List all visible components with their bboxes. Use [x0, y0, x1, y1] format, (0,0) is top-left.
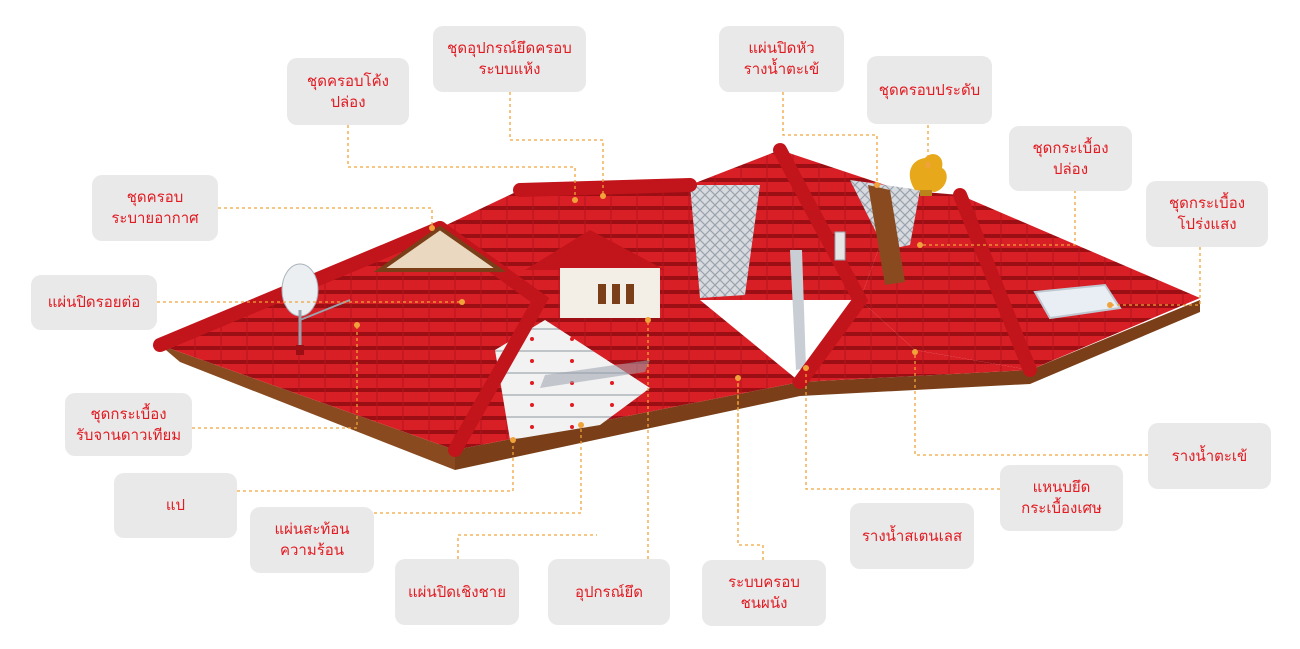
leader-dots: [354, 162, 1113, 443]
callout-line: รางน้ำสเตนเลส: [861, 526, 963, 545]
skylight-panel: [1033, 283, 1122, 320]
leader-lines: [157, 92, 1201, 560]
callout-eave-closure-sheet: แผ่นปิดเชิงชาย: [395, 559, 519, 625]
callout-cut-tile-clip: แหนบยึด กระเบื้องเศษ: [1000, 465, 1123, 531]
callout-curved-ridge-cap-set: ชุดครอบโค้ง ปล่อง: [287, 58, 409, 125]
dormer-roof: [525, 230, 665, 270]
dormer-vent: [598, 284, 606, 304]
callout-line: ความร้อน: [279, 541, 345, 559]
callout-line: โปร่งแสง: [1177, 215, 1237, 233]
callout-line: แผ่นปิดรอยต่อ: [47, 293, 141, 311]
callout-chimney-tile-set: ชุดกระเบื้อง ปล่อง: [1009, 126, 1132, 191]
ridge-lines-main: [513, 178, 697, 197]
callout-decorative-ridge-set: ชุดครอบประดับ: [867, 56, 992, 124]
callout-line: ชนผนัง: [740, 594, 788, 612]
callout-stainless-gutter: รางน้ำสเตนเลส: [850, 503, 974, 569]
callout-reflective-insulation: แผ่นสะท้อน ความร้อน: [250, 507, 374, 573]
callout-line: ชุดกระเบื้อง: [1032, 138, 1109, 157]
dormer-vent: [626, 284, 634, 304]
callout-ventilation-ridge-set: ชุดครอบ ระบายอากาศ: [92, 175, 218, 241]
gable-vent: [373, 225, 507, 272]
callout-line: รางน้ำตะเข้: [1171, 446, 1248, 465]
callout-line: แผ่นปิดเชิงชาย: [408, 582, 506, 601]
callout-satellite-dish-tile-set: ชุดกระเบื้อง รับจานดาวเทียม: [65, 393, 192, 456]
roof-plane-left: [160, 228, 540, 450]
callout-line: ชุดครอบประดับ: [878, 80, 981, 99]
callout-line: แหนบยึด: [1032, 478, 1091, 496]
callout-gutter-end-cap: แผ่นปิดหัว รางน้ำตะเข้: [719, 26, 844, 92]
callout-line: รางน้ำตะเข้: [743, 60, 820, 78]
eave-fascia-front: [455, 300, 1200, 470]
callout-line: กระเบื้องเศษ: [1021, 499, 1102, 517]
callout-line: ชุดกระเบื้อง: [1168, 194, 1246, 212]
vent-pipe: [834, 231, 846, 261]
callout-line: รับจานดาวเทียม: [75, 425, 182, 444]
callout-batten: แป: [114, 473, 237, 538]
dormer-wall: [560, 268, 660, 318]
callout-line: ปล่อง: [330, 92, 366, 111]
stainless-gutter-strip: [790, 250, 806, 370]
callout-valley-gutter: รางน้ำตะเข้: [1148, 423, 1271, 489]
callout-line: แผ่นสะท้อน: [274, 520, 350, 538]
exposed-metal-frame: [690, 185, 760, 298]
callout-wall-abutment-ridge-system: ระบบครอบ ชนผนัง: [702, 560, 826, 626]
callout-skylight-tile-set: ชุดกระเบื้อง โปร่งแสง: [1146, 181, 1268, 247]
callout-joint-sealing-sheet: แผ่นปิดรอยต่อ: [31, 275, 157, 330]
ridge-lines-right: [773, 143, 869, 389]
callout-line: ระบบครอบ: [728, 573, 800, 591]
callout-line: ระบายอากาศ: [111, 209, 199, 227]
callout-line: ปล่อง: [1052, 159, 1089, 178]
callout-dry-ridge-fixing-kit: ชุดอุปกรณ์ยึดครอบ ระบบแห้ง: [433, 26, 586, 92]
callout-line: ชุดครอบ: [126, 188, 184, 206]
roof-plane-right: [800, 300, 1030, 382]
dormer-vent: [612, 284, 620, 304]
callout-line: แผ่นปิดหัว: [748, 39, 815, 57]
callout-line: ระบบแห้ง: [478, 60, 541, 78]
valley-gutter-strip: [868, 185, 905, 285]
callout-line: ชุดกระเบื้อง: [90, 404, 167, 423]
callout-line: ชุดอุปกรณ์ยึดครอบ: [447, 39, 572, 57]
callout-fixing-accessories: อุปกรณ์ยึด: [548, 559, 670, 625]
roof-plane-east: [860, 190, 1200, 370]
callout-line: อุปกรณ์ยึด: [574, 582, 644, 601]
eave-fascia: [160, 345, 455, 470]
exposed-battens: [540, 360, 650, 388]
satellite-dish: [281, 263, 351, 355]
rooster-ornament: [909, 154, 947, 196]
callout-line: แป: [165, 496, 186, 514]
callout-line: ชุดครอบโค้ง: [307, 71, 389, 90]
ridge-lines-east: [953, 188, 1037, 377]
